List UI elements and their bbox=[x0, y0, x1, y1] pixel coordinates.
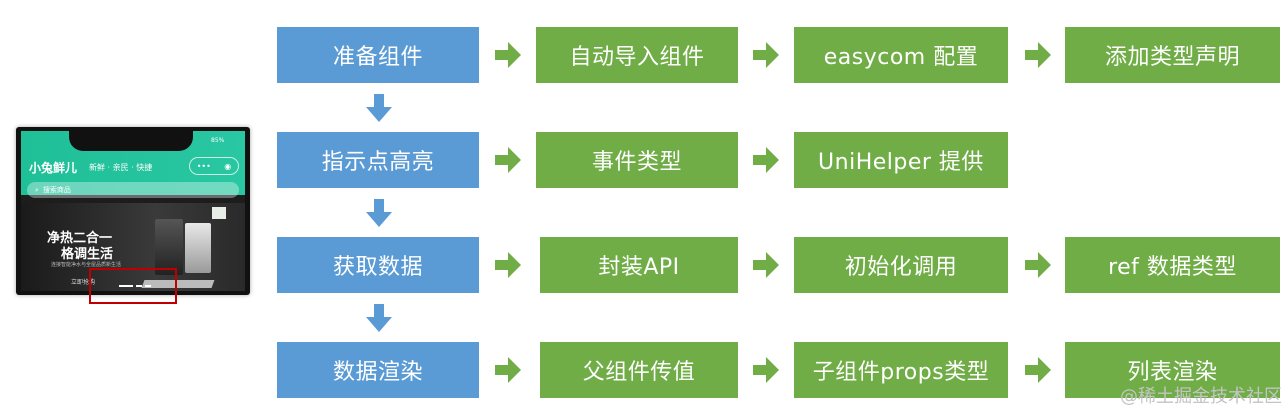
arrow-right-icon bbox=[1025, 252, 1051, 278]
app-logo: 小兔鲜儿 bbox=[29, 161, 78, 175]
watermark: @稀土掘金技术社区 bbox=[1120, 386, 1282, 407]
app-slogan: 新鲜 · 亲民 · 快捷 bbox=[89, 163, 153, 172]
arrow-right-icon bbox=[753, 252, 779, 278]
arrow-right-icon bbox=[495, 252, 521, 278]
more-icon[interactable]: ••• bbox=[196, 161, 211, 171]
search-placeholder: 搜索商品 bbox=[42, 186, 71, 194]
step-event-type: 事件类型 bbox=[536, 132, 738, 188]
step-child-props-type: 子组件props类型 bbox=[794, 342, 1008, 398]
close-icon[interactable]: ◉ bbox=[224, 161, 232, 171]
step-easycom-config: easycom 配置 bbox=[794, 27, 1008, 83]
step-init-call: 初始化调用 bbox=[794, 237, 1008, 293]
arrow-right-icon bbox=[1025, 42, 1051, 68]
arrow-right-icon bbox=[1025, 357, 1051, 383]
main-step-prepare-component: 准备组件 bbox=[277, 27, 479, 83]
banner-plant-image bbox=[212, 207, 226, 219]
arrow-right-icon bbox=[495, 147, 521, 173]
arrow-down-icon bbox=[366, 304, 392, 332]
search-icon: ⌕ bbox=[35, 185, 39, 194]
indicator-dot bbox=[145, 285, 151, 287]
arrow-right-icon bbox=[495, 42, 521, 68]
banner-title-1: 净热二合一 bbox=[47, 231, 113, 246]
swiper-indicator-dots bbox=[119, 285, 155, 287]
step-unihelper: UniHelper 提供 bbox=[794, 132, 1008, 188]
banner-subtitle: 连接智能净水与全屋品质新生活 bbox=[51, 262, 122, 268]
step-list-render: 列表渲染 bbox=[1065, 342, 1280, 398]
arrow-down-icon bbox=[366, 199, 392, 227]
banner-product-image bbox=[155, 219, 183, 275]
battery-indicator: 85% bbox=[211, 137, 225, 144]
arrow-right-icon bbox=[753, 42, 779, 68]
main-step-fetch-data: 获取数据 bbox=[277, 237, 479, 293]
arrow-right-icon bbox=[495, 357, 521, 383]
step-wrap-api: 封装API bbox=[540, 237, 738, 293]
search-input[interactable]: ⌕ 搜索商品 bbox=[27, 182, 239, 198]
arrow-right-icon bbox=[753, 147, 779, 173]
banner-product-image-2 bbox=[185, 223, 211, 273]
arrow-down-icon bbox=[366, 94, 392, 122]
mini-program-capsule[interactable]: ••• ◉ bbox=[189, 157, 239, 175]
indicator-dot bbox=[136, 285, 142, 287]
main-step-render-data: 数据渲染 bbox=[277, 342, 479, 398]
banner-title-2: 格调生活 bbox=[61, 247, 114, 262]
phone-screen: 85% 小兔鲜儿 新鲜 · 亲民 · 快捷 ••• ◉ ⌕ 搜索商品 净热二合一… bbox=[21, 131, 245, 291]
step-auto-import: 自动导入组件 bbox=[536, 27, 738, 83]
step-add-type-declaration: 添加类型声明 bbox=[1065, 27, 1280, 83]
phone-notch bbox=[69, 131, 193, 151]
step-ref-data-type: ref 数据类型 bbox=[1065, 237, 1280, 293]
indicator-dot-active bbox=[119, 285, 133, 287]
main-step-indicator-highlight: 指示点高亮 bbox=[277, 132, 479, 188]
step-parent-pass-value: 父组件传值 bbox=[540, 342, 738, 398]
arrow-right-icon bbox=[753, 357, 779, 383]
banner-buy-button[interactable]: 立即抢购 bbox=[71, 279, 96, 286]
indicator-highlight-frame bbox=[89, 268, 177, 304]
